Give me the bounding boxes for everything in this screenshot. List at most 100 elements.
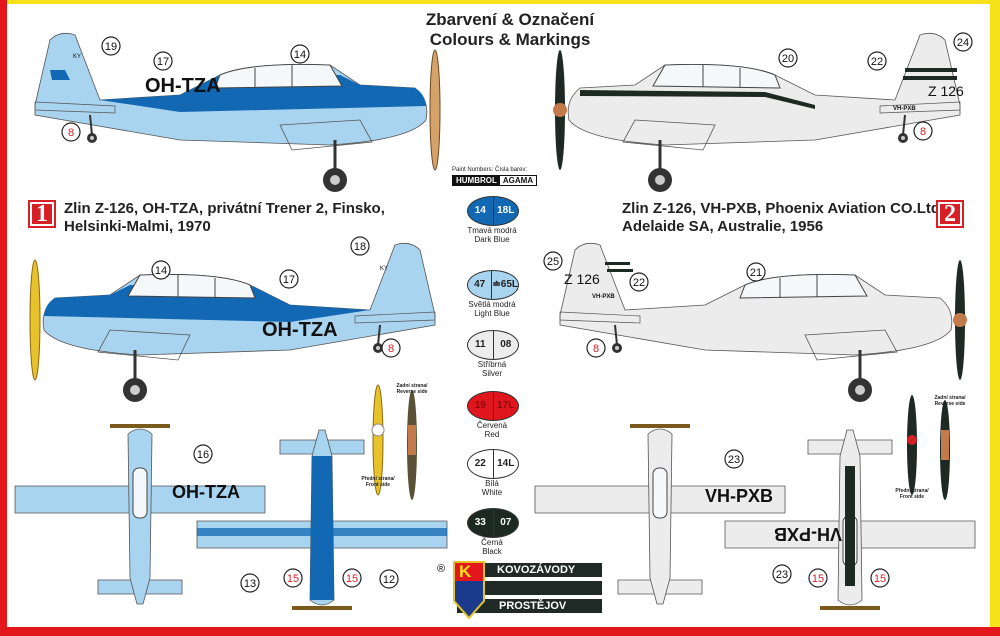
- scheme1-side-view-top: [33, 31, 441, 194]
- prop-label-reverse-1: Zadní strana/ Reverse side: [396, 383, 428, 395]
- scheme1-caption: Zlin Z-126, OH-TZA, privátní Trener 2, F…: [64, 200, 385, 236]
- callout-23: 23: [724, 449, 744, 469]
- title-english: Colours & Markings: [429, 30, 591, 49]
- paint-name-en: White: [481, 488, 503, 497]
- callout-25: 25: [543, 251, 563, 271]
- callout-circle: [746, 262, 766, 282]
- humbrol-number: 19: [468, 392, 494, 420]
- scheme2-side-view-top: [553, 31, 962, 194]
- registration-scheme1-side-2: OH-TZA: [262, 319, 338, 341]
- registered-mark: ®: [437, 563, 446, 575]
- scheme2-top-view: [533, 424, 787, 606]
- callout-number: 25: [547, 256, 559, 268]
- callout-number: 8: [920, 126, 926, 138]
- callout-22: 22: [867, 51, 887, 71]
- humbrol-number: 22: [468, 450, 494, 478]
- paint-name-en: Black: [482, 547, 502, 556]
- scheme2-side-view-bottom: [558, 241, 967, 404]
- callout-circle: [867, 51, 887, 71]
- agama-number: 07: [500, 517, 512, 528]
- prop-label-front-2: Přední strana/ Front side: [895, 488, 929, 500]
- humbrol-number: 11: [468, 331, 494, 359]
- callout-circle: [240, 573, 260, 593]
- callout-circle: [61, 122, 81, 142]
- registration-scheme1-side: OH-TZA: [145, 75, 221, 97]
- logo-line2: PROSTĚJOV: [457, 599, 602, 613]
- callout-number: 20: [782, 53, 794, 65]
- callout-20: 20: [778, 48, 798, 68]
- title-czech: Zbarvení & Označení: [425, 10, 595, 29]
- scheme1-top-view: [13, 424, 267, 606]
- logo-letter: K: [459, 562, 472, 581]
- callout-number: 18: [354, 241, 366, 253]
- fin-code-scheme2-2: Z 126: [564, 271, 600, 287]
- callout-number: 15: [812, 573, 824, 585]
- fin-code-scheme1: KY: [73, 54, 81, 60]
- callout-number: 8: [593, 343, 599, 355]
- callout-24: 24: [953, 32, 973, 52]
- scheme2-caption-line1: Zlin Z-126, VH-PXB, Phoenix Aviation CO.…: [622, 200, 945, 217]
- registration-scheme1-wing: OH-TZA: [172, 482, 240, 502]
- callout-circle: [870, 568, 890, 588]
- paint-brands: HUMBROL AGAMA: [452, 175, 538, 186]
- fin-code-scheme2: Z 126: [928, 83, 964, 99]
- frame-left-red: [0, 0, 7, 636]
- callout-15: 15: [870, 568, 890, 588]
- callout-number: 22: [633, 277, 645, 289]
- logo-shield-icon: [453, 561, 485, 619]
- frame-bottom-red: [0, 627, 1000, 636]
- paint-name-cz: Světlá modrá: [468, 300, 516, 309]
- callout-circle: [543, 251, 563, 271]
- callout-circle: [193, 444, 213, 464]
- callout-8: 8: [381, 338, 401, 358]
- callout-circle: [772, 564, 792, 584]
- scheme2-caption-line2: Adelaide SA, Australie, 1956: [622, 218, 824, 235]
- registration-scheme2-fin: VH-PXB: [893, 106, 916, 112]
- agama-number: 18L: [497, 205, 515, 216]
- callout-15: 15: [342, 568, 362, 588]
- callout-17: 17: [153, 51, 173, 71]
- page-title: Zbarvení & Označení Colours & Markings: [400, 10, 620, 50]
- callout-circle: [381, 338, 401, 358]
- callout-circle: [290, 44, 310, 64]
- scheme1-caption-line1: Zlin Z-126, OH-TZA, privátní Trener 2, F…: [64, 200, 385, 217]
- callout-circle: [953, 32, 973, 52]
- callout-19: 19: [101, 36, 121, 56]
- callout-number: 21: [750, 267, 762, 279]
- callout-circle: [279, 269, 299, 289]
- callout-14: 14: [151, 260, 171, 280]
- paint-chip: 11 08: [467, 330, 519, 360]
- fin-code-scheme1-2: KY: [380, 266, 388, 272]
- callout-15: 15: [808, 568, 828, 588]
- callout-8: 8: [913, 121, 933, 141]
- registration-scheme2-wing: VH-PXB: [705, 486, 773, 506]
- callout-12: 12: [379, 569, 399, 589]
- callout-circle: [151, 260, 171, 280]
- propeller-reverse-scheme2: [940, 400, 950, 500]
- callout-15: 15: [283, 568, 303, 588]
- callout-number: 17: [283, 274, 295, 286]
- callout-circle: [153, 51, 173, 71]
- scheme1-caption-line2: Helsinki-Malmi, 1970: [64, 218, 211, 235]
- callout-number: 22: [871, 56, 883, 68]
- paint-name-cz: Tmavá modrá: [467, 226, 517, 235]
- frame-right-yellow: [990, 0, 1000, 636]
- callout-circle: [283, 568, 303, 588]
- callout-circle: [342, 568, 362, 588]
- humbrol-number: 33: [468, 509, 494, 537]
- paint-name-cz: Černá: [481, 538, 503, 547]
- callout-number: 8: [388, 343, 394, 355]
- callout-circle: [808, 568, 828, 588]
- agama-number: 08: [500, 339, 512, 350]
- scheme2-bottom-view: [723, 428, 977, 610]
- scheme1-side-view-bottom: [29, 241, 437, 404]
- paint-name-cz: Stříbrná: [477, 360, 507, 369]
